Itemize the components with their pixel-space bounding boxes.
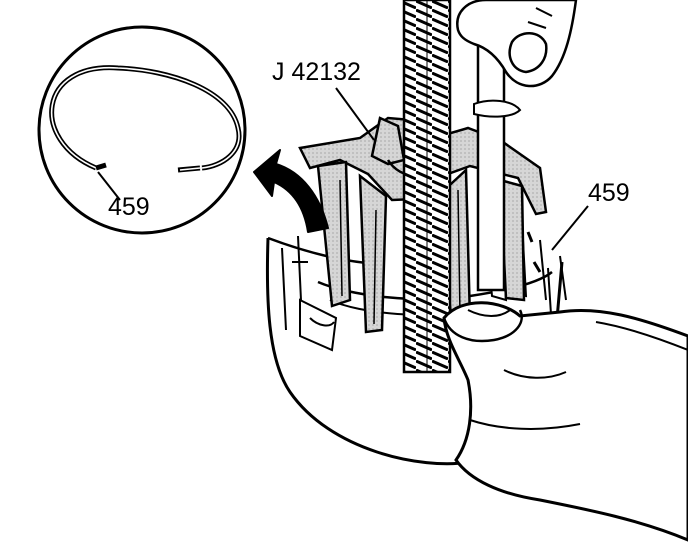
threaded-rod (402, 0, 452, 374)
removal-arrow-icon (253, 149, 329, 233)
inset-part-number-label: 459 (108, 193, 150, 221)
tool-number-label: J 42132 (272, 58, 361, 86)
support-rod (473, 28, 522, 292)
inset-circle (37, 25, 247, 235)
snap-ring-icon (49, 65, 242, 173)
lower-hand (442, 301, 688, 542)
leader-line-tool (335, 87, 375, 141)
detail-inset (37, 25, 247, 235)
upper-hand (456, 0, 578, 88)
assembly-part-number-label: 459 (588, 179, 630, 207)
leader-line-assembly (551, 205, 589, 251)
leader-line-inset (97, 171, 121, 201)
